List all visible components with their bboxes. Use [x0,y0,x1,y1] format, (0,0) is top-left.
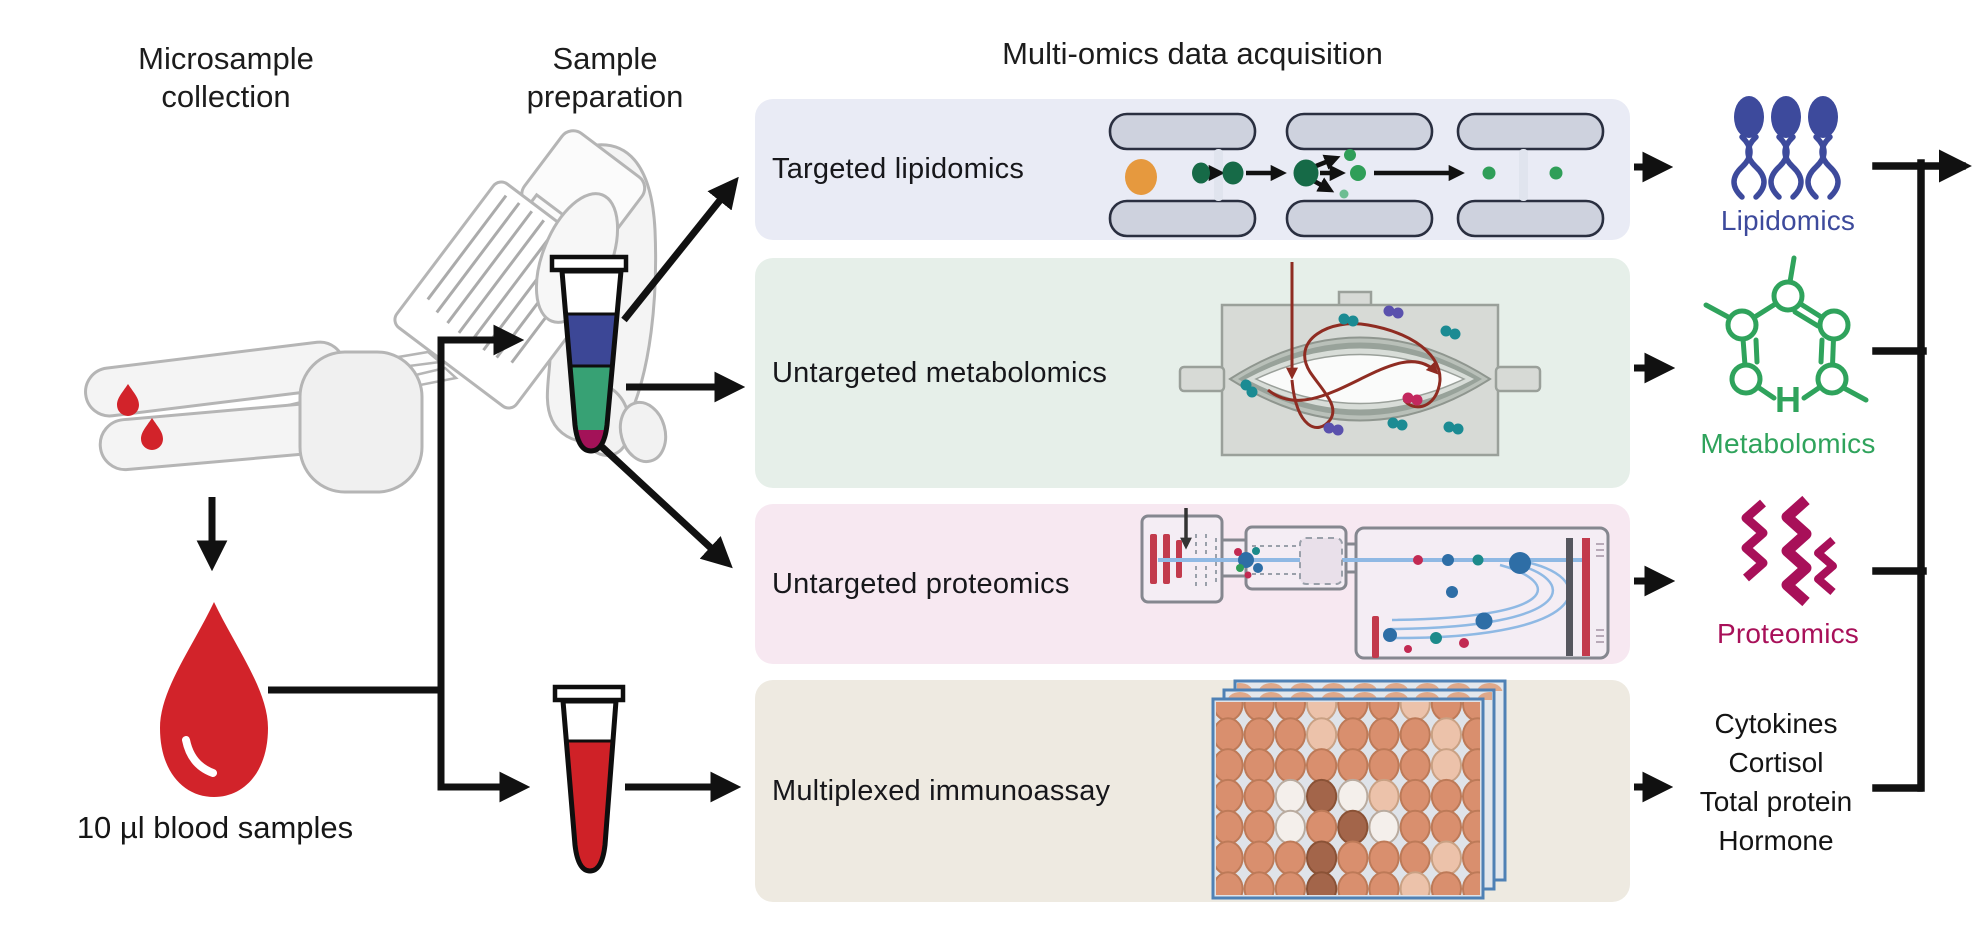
fingertip [574,383,632,457]
blood-droplets-on-finger [117,384,163,450]
collection-title: Microsample collection [138,41,314,114]
multilayer-tube-icon [549,254,629,454]
fingertip [618,400,668,464]
panel-label-lipidomics: Targeted lipidomics [772,153,1025,185]
immunoassay-output-line: Cortisol [1728,747,1824,778]
output-label-proteomics: Proteomics [1716,618,1860,649]
acquisition-title: Multi-omics data acquisition [1002,36,1383,71]
panel-multiplexed-immunoassay: Multiplexed immunoassay [755,680,1630,902]
output-collector-connector [1872,149,1972,792]
pricked-fingers [84,340,424,494]
output-label-metabolomics: Metabolomics [1700,428,1876,459]
phospholipid-icon [1731,96,1841,200]
peptide-zigzag-icon [1741,495,1837,607]
panel-to-output-arrows [1634,151,1676,803]
immunoassay-output-line: Cytokines [1714,708,1838,739]
panel-label-proteomics: Untargeted proteomics [772,567,1070,600]
immunoassay-output-line: Hormone [1718,825,1834,856]
blood-sample-caption: 10 µl blood samples [76,810,354,845]
blood-tube-icon [552,684,626,874]
svg-text:H: H [1775,379,1801,420]
sampler-tip [157,366,459,438]
finger-prick-illustration [84,129,668,494]
benzene-ring-icon: H [1703,255,1869,420]
flow-connectors-left [268,324,531,803]
immunoassay-outputs: Cytokines Cortisol Total protein Hormone [1656,704,1896,860]
microsampler-device [393,129,647,410]
preparation-title: Sample preparation [526,41,684,114]
holding-hand [529,143,658,444]
panel-untargeted-metabolomics: Untargeted metabolomics [755,258,1630,488]
immunoassay-output-line: Total protein [1699,786,1853,817]
panel-label-metabolomics: Untargeted metabolomics [772,356,1108,389]
panel-label-immunoassay: Multiplexed immunoassay [772,774,1111,807]
output-label-lipidomics: Lipidomics [1720,205,1856,236]
thumb [534,192,620,324]
sampler-tip [131,350,443,404]
panel-targeted-lipidomics: Targeted lipidomics [755,99,1630,240]
panel-untargeted-proteomics: Untargeted proteomics [755,504,1630,664]
blood-drop-icon [160,497,268,797]
tube-to-panel-arrows [599,176,746,803]
